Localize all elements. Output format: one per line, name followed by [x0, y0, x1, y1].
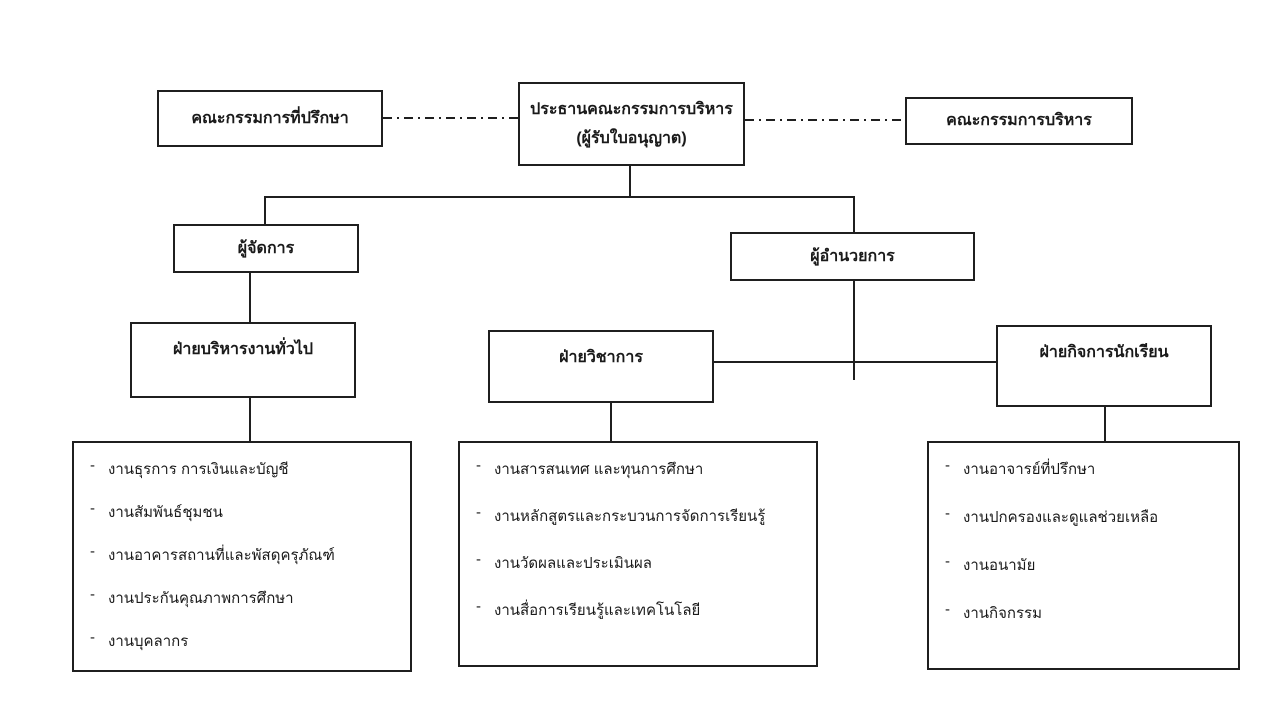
general-admin-tasks-box: - งานธุรการ การเงินและบัญชี - งานสัมพันธ… — [72, 441, 412, 672]
task-label: งานปกครองและดูแลช่วยเหลือ — [963, 509, 1159, 526]
general-admin-dept-box: ฝ่ายบริหารงานทั่วไป — [130, 322, 356, 398]
connector-dept-horizontal — [714, 361, 996, 363]
list-item: - งานปกครองและดูแลช่วยเหลือ — [945, 505, 1230, 553]
task-label: งานสัมพันธ์ชุมชน — [108, 504, 223, 521]
dashdot-line-advisory — [383, 117, 518, 119]
student-affairs-tasks-box: - งานอาจารย์ที่ปรึกษา - งานปกครองและดูแล… — [927, 441, 1240, 670]
task-label: งานกิจกรรม — [963, 605, 1042, 622]
connector-to-director — [853, 196, 855, 232]
manager-box: ผู้จัดการ — [173, 224, 359, 273]
connector-manager-to-general — [249, 273, 251, 322]
bullet-dash: - — [945, 553, 950, 570]
bullet-dash: - — [945, 601, 950, 618]
bullet-dash: - — [476, 457, 481, 474]
connector-general-to-list — [249, 398, 251, 441]
advisory-committee-label: คณะกรรมการที่ปรึกษา — [191, 109, 349, 127]
advisory-committee-box: คณะกรรมการที่ปรึกษา — [157, 90, 383, 147]
academic-tasks-box: - งานสารสนเทศ และทุนการศึกษา - งานหลักสู… — [458, 441, 818, 667]
academic-dept-label: ฝ่ายวิชาการ — [559, 349, 643, 366]
connector-chairman-down — [629, 166, 631, 197]
connector-academic-to-list — [610, 403, 612, 441]
task-label: งานอนามัย — [963, 557, 1036, 574]
bullet-dash: - — [90, 543, 95, 560]
bullet-dash: - — [90, 457, 95, 474]
connector-to-manager — [264, 196, 266, 224]
list-item: - งานสื่อการเรียนรู้และเทคโนโลยี — [476, 598, 808, 645]
bullet-dash: - — [90, 586, 95, 603]
executive-committee-label: คณะกรรมการบริหาร — [946, 112, 1092, 130]
director-box: ผู้อำนวยการ — [730, 232, 975, 281]
task-label: งานบุคลากร — [108, 633, 189, 650]
bullet-dash: - — [945, 505, 950, 522]
bullet-dash: - — [476, 551, 481, 568]
task-label: งานอาคารสถานที่และพัสดุครุภัณฑ์ — [108, 547, 335, 564]
bullet-dash: - — [945, 457, 950, 474]
dashdot-line-executive — [745, 119, 905, 121]
list-item: - งานหลักสูตรและกระบวนการจัดการเรียนรู้ — [476, 504, 808, 551]
bullet-dash: - — [476, 598, 481, 615]
connector-split-horizontal — [264, 196, 855, 198]
connector-director-down — [853, 281, 855, 380]
student-affairs-dept-label: ฝ่ายกิจการนักเรียน — [1039, 344, 1169, 361]
list-item: - งานประกันคุณภาพการศึกษา — [90, 586, 402, 629]
list-item: - งานธุรการ การเงินและบัญชี — [90, 457, 402, 500]
general-admin-dept-label: ฝ่ายบริหารงานทั่วไป — [172, 341, 314, 358]
list-item: - งานวัดผลและประเมินผล — [476, 551, 808, 598]
director-label: ผู้อำนวยการ — [810, 247, 895, 265]
list-item: - งานกิจกรรม — [945, 601, 1230, 649]
bullet-dash: - — [90, 500, 95, 517]
chairman-subtitle: (ผู้รับใบอนุญาต) — [576, 129, 687, 147]
chairman-box: ประธานคณะกรรมการบริหาร (ผู้รับใบอนุญาต) — [518, 82, 745, 166]
bullet-dash: - — [476, 504, 481, 521]
task-label: งานอาจารย์ที่ปรึกษา — [963, 461, 1096, 478]
task-label: งานสารสนเทศ และทุนการศึกษา — [494, 461, 704, 478]
connector-student-to-list — [1104, 407, 1106, 441]
list-item: - งานอนามัย — [945, 553, 1230, 601]
chairman-title: ประธานคณะกรรมการบริหาร — [530, 100, 733, 118]
task-label: งานประกันคุณภาพการศึกษา — [108, 590, 294, 607]
task-label: งานสื่อการเรียนรู้และเทคโนโลยี — [494, 602, 701, 619]
list-item: - งานอาจารย์ที่ปรึกษา — [945, 457, 1230, 505]
executive-committee-box: คณะกรรมการบริหาร — [905, 97, 1133, 145]
task-label: งานธุรการ การเงินและบัญชี — [108, 461, 289, 478]
manager-label: ผู้จัดการ — [237, 239, 295, 257]
academic-dept-box: ฝ่ายวิชาการ — [488, 330, 714, 403]
bullet-dash: - — [90, 629, 95, 646]
student-affairs-dept-box: ฝ่ายกิจการนักเรียน — [996, 325, 1212, 407]
list-item: - งานบุคลากร — [90, 629, 402, 672]
list-item: - งานสารสนเทศ และทุนการศึกษา — [476, 457, 808, 504]
task-label: งานหลักสูตรและกระบวนการจัดการเรียนรู้ — [494, 508, 766, 525]
task-label: งานวัดผลและประเมินผล — [494, 555, 652, 572]
list-item: - งานสัมพันธ์ชุมชน — [90, 500, 402, 543]
list-item: - งานอาคารสถานที่และพัสดุครุภัณฑ์ — [90, 543, 402, 586]
